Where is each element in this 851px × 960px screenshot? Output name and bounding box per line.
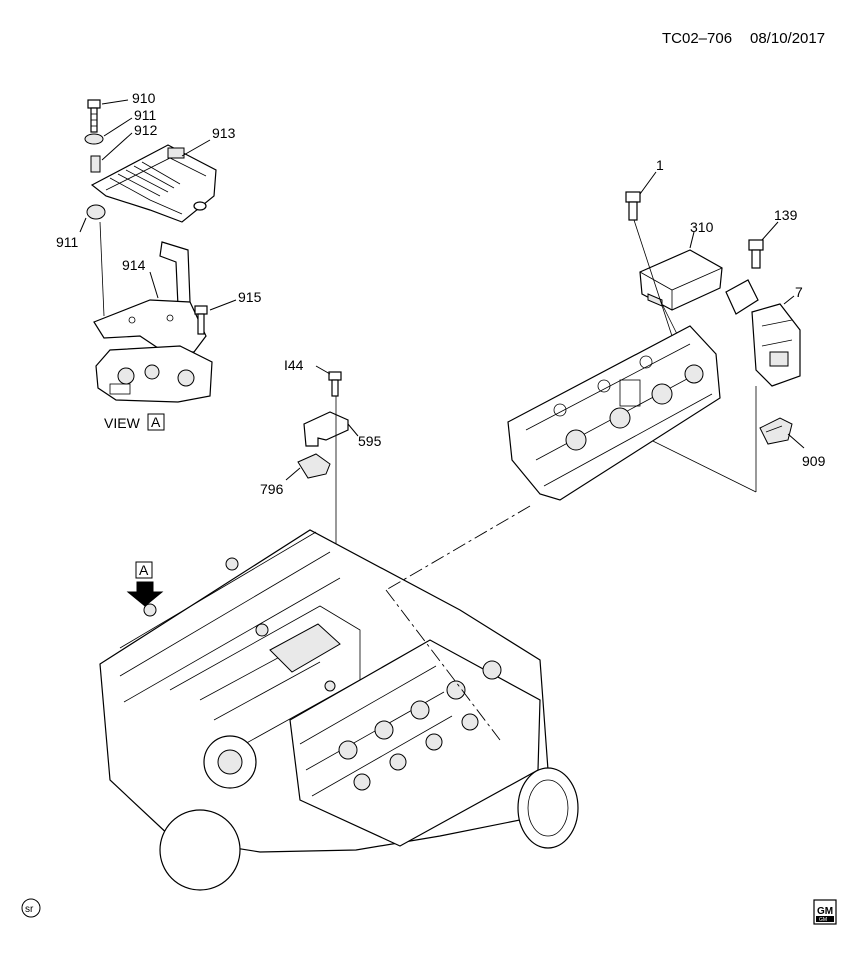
arrow-letter: A [139,562,149,578]
gm-logo-top: GM [817,906,833,917]
diagram-code: TC02–706 [662,30,732,47]
diagram-date: 08/10/2017 [750,30,825,47]
view-arrow-a: A [126,561,164,607]
callout-910: 910 [132,90,156,106]
connector-796 [297,453,331,479]
cylinder-head [507,325,721,501]
bolt-144 [328,371,342,397]
callout-796: 796 [260,481,284,497]
gm-logo: GM GM [813,899,837,925]
callout-595: 595 [358,433,382,449]
callout-914: 914 [122,257,146,273]
grommet-911-bottom [86,204,106,220]
bolt-910 [87,99,101,133]
arrow-letter-box [135,561,153,579]
callout-911-top: 911 [134,107,157,123]
sensor-909 [759,417,793,445]
callout-912: 912 [134,122,158,138]
callout-913: 913 [212,125,236,141]
right-components: 1 310 139 7 [589,157,826,493]
down-arrow-icon [126,581,164,607]
ecm-module-913 [90,144,217,223]
sr-badge-icon [21,898,41,918]
callout-144: I44 [284,357,304,373]
callout-911-bottom: 911 [56,234,79,250]
view-letter-box [147,413,165,431]
callout-7: 7 [795,284,803,300]
callout-1: 1 [656,157,664,173]
callout-915: 915 [238,289,262,305]
grommet-911-top [84,133,104,145]
view-a-group: 910 911 912 913 911 [56,90,262,431]
sleeve-912 [90,155,101,173]
engine-block [99,529,579,891]
leader-line-head-2 [385,589,501,741]
gm-logo-bottom: GM [819,917,827,923]
bolt-1 [625,191,641,221]
leader-line-head [385,505,531,591]
middle-components: I44 595 796 [260,357,382,676]
callout-909: 909 [802,453,826,469]
bracket-914 [93,241,207,353]
module-310 [639,249,723,311]
bolt-915 [194,305,208,335]
callout-310: 310 [690,219,714,235]
sr-badge-text: sr [25,904,34,915]
view-letter: A [151,414,161,430]
view-a-engine-fragment [95,345,213,403]
bracket-7 [725,279,801,387]
clip-595 [303,411,349,447]
callout-139: 139 [774,207,798,223]
view-label: VIEW [104,415,141,431]
bolt-139 [748,239,764,269]
